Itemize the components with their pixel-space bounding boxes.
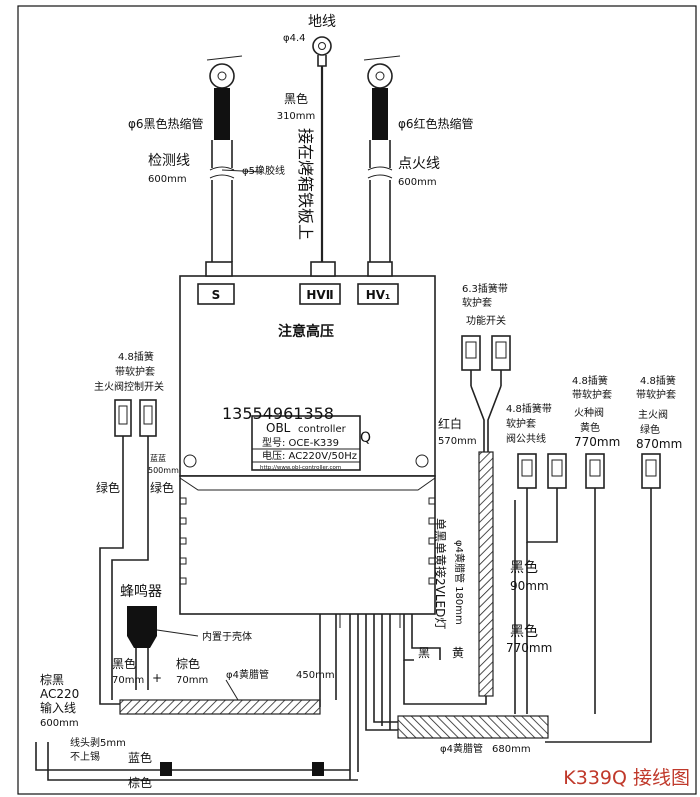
rubber-wire-label: φ5橡胶线 bbox=[242, 164, 285, 177]
left-yellow-tube bbox=[119, 699, 321, 715]
ground-length: 310mm bbox=[277, 111, 316, 122]
ground-diameter: φ4.4 bbox=[283, 33, 306, 44]
blue-wire-label: 蓝色 bbox=[128, 751, 152, 765]
terminal-hv1: HV₁ bbox=[366, 288, 391, 302]
func-line1: 6.3插簧带 bbox=[462, 282, 508, 295]
terminal-s: S bbox=[212, 288, 221, 302]
strip-label-1: 线头剥5mm bbox=[70, 736, 126, 749]
sense-label: 检测线 bbox=[148, 153, 190, 169]
sense-sleeve-label: φ6黑色热缩管 bbox=[128, 116, 204, 131]
brand-label: OBL bbox=[266, 421, 291, 435]
ignite-label: 点火线 bbox=[398, 156, 440, 172]
func-line2: 软护套 bbox=[462, 296, 492, 309]
q-label: Q bbox=[360, 430, 371, 446]
main-line2: 带软护套 bbox=[636, 388, 676, 401]
ground-note: 接在烤箱铁板上 bbox=[296, 128, 315, 240]
buzzer-note: 内置于壳体 bbox=[202, 630, 252, 643]
buzzer-plus: + bbox=[152, 671, 162, 685]
power-label: 电压: AC220V/50Hz bbox=[262, 449, 357, 462]
pilot-color: 黄色 bbox=[580, 421, 600, 434]
main-color: 绿色 bbox=[640, 423, 660, 436]
pilot-line2: 带软护套 bbox=[572, 388, 612, 401]
buzzer-black-label: 黑色 bbox=[112, 657, 136, 671]
green-wire-2: 绿色 bbox=[150, 480, 174, 495]
blue-label: 蓝蓝 bbox=[150, 453, 166, 463]
input-label-1: 棕黑 bbox=[40, 672, 64, 687]
pilot-line3: 火种阀 bbox=[574, 406, 604, 419]
footer-label: http://www.obl-controller.com bbox=[260, 465, 341, 471]
right-vertical-yellow-tube bbox=[478, 451, 494, 697]
buzzer-black-length: 70mm bbox=[112, 675, 144, 686]
left-plug-line2: 带软护套 bbox=[115, 365, 155, 378]
buzzer-label: 蜂鸣器 bbox=[120, 583, 162, 600]
brand-sub-label: controller bbox=[298, 424, 347, 435]
buzzer-brown-length: 70mm bbox=[176, 675, 208, 686]
led-black-label: 黑 bbox=[418, 646, 430, 660]
ignite-length: 600mm bbox=[398, 177, 437, 188]
input-label-3: 输入线 bbox=[40, 700, 76, 715]
buzzer bbox=[127, 606, 199, 690]
red-white-length: 570mm bbox=[438, 436, 477, 447]
input-label-2: AC220 bbox=[40, 687, 79, 701]
valve-common-line1: 4.8插簧带 bbox=[506, 402, 552, 415]
red-white-label: 红白 bbox=[438, 416, 462, 431]
outer-frame bbox=[17, 5, 697, 795]
valve-common-line2: 软护套 bbox=[506, 417, 536, 430]
high-voltage-warning: 注意高压 bbox=[278, 323, 334, 340]
ac-input-wires bbox=[35, 742, 358, 781]
function-switch-plugs bbox=[461, 335, 511, 452]
horizontal-tube-length: 680mm bbox=[492, 744, 531, 755]
left-plug-line1: 4.8插簧 bbox=[118, 350, 154, 363]
pilot-line1: 4.8插簧 bbox=[572, 374, 608, 387]
black-short-length: 90mm bbox=[510, 579, 549, 593]
phone-number: 13554961358 bbox=[222, 404, 334, 423]
ground-terminal bbox=[312, 36, 332, 262]
ground-label: 地线 bbox=[308, 14, 336, 30]
buzzer-brown-label: 棕色 bbox=[176, 656, 200, 671]
green-wire-1: 绿色 bbox=[96, 480, 120, 495]
black-long-label: 黑色 bbox=[510, 623, 538, 640]
led-note: 单黑单黄接2VLED灯 bbox=[433, 518, 448, 629]
strip-label-2: 不上锡 bbox=[70, 750, 100, 763]
input-label-4: 600mm bbox=[40, 718, 79, 729]
main-length: 870mm bbox=[636, 437, 682, 451]
ground-color: 黑色 bbox=[284, 92, 308, 106]
diagram-title: K339Q 接线图 bbox=[563, 767, 690, 789]
left-plug-pair bbox=[99, 399, 180, 705]
black-long-length: 770mm bbox=[506, 641, 552, 655]
horizontal-tube-label: φ4黄腊管 bbox=[440, 742, 483, 755]
left-yellow-tube-length: 450mm bbox=[296, 670, 335, 681]
black-short-label: 黑色 bbox=[510, 559, 538, 576]
brown-wire-label: 棕色 bbox=[128, 775, 152, 790]
ignite-sleeve-label: φ6红色热缩管 bbox=[398, 116, 474, 131]
led-yellow-label: 黄 bbox=[452, 646, 464, 660]
model-label: 型号: OCE-K339 bbox=[262, 436, 339, 449]
left-plug-line3: 主火阀控制开关 bbox=[94, 380, 164, 393]
sense-lead bbox=[206, 55, 263, 262]
sense-length: 600mm bbox=[148, 174, 187, 185]
housing-wire-bundle bbox=[319, 614, 441, 780]
terminal-hv2: HVⅡ bbox=[306, 288, 333, 302]
func-line3: 功能开关 bbox=[466, 314, 506, 327]
lower-housing bbox=[179, 475, 436, 628]
pilot-length: 770mm bbox=[574, 435, 620, 449]
main-line3: 主火阀 bbox=[638, 408, 668, 421]
valve-common-line3: 阀公共线 bbox=[506, 432, 546, 445]
blue-length: 500mm bbox=[148, 466, 179, 475]
right-horizontal-yellow-tube bbox=[397, 715, 549, 739]
vertical-tube-label: φ4黄腊管 180mm bbox=[453, 540, 466, 625]
ignition-lead bbox=[363, 55, 401, 262]
valve-plugs bbox=[514, 453, 661, 743]
main-line1: 4.8插簧 bbox=[640, 374, 676, 387]
left-yellow-tube-label: φ4黄腊管 bbox=[226, 668, 269, 681]
